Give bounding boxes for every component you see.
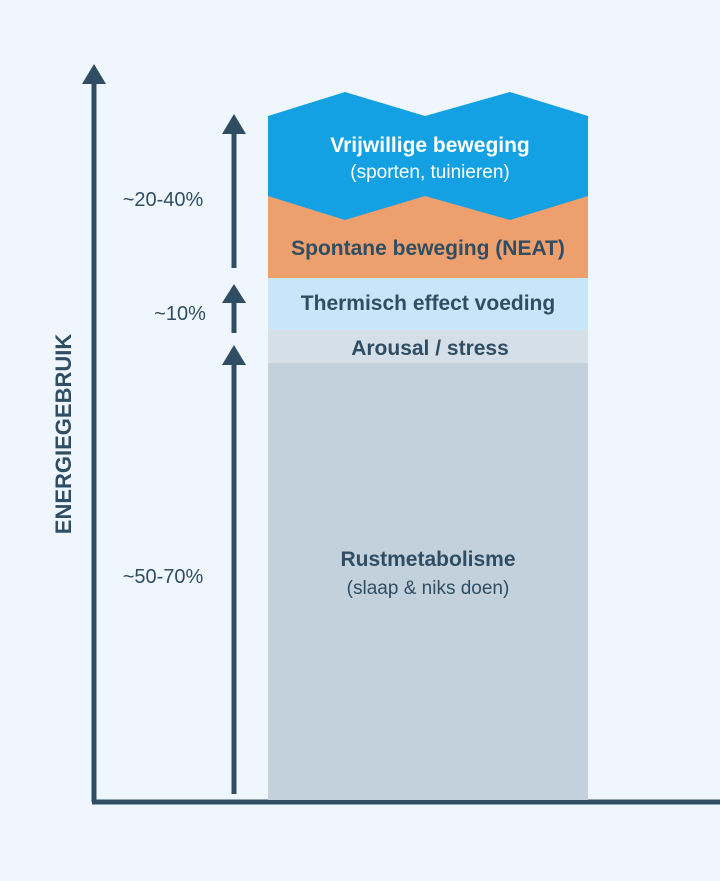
percent-voluntary: ~20-40% xyxy=(123,189,204,211)
arrow-voluntary-head xyxy=(222,114,246,134)
segment-arousal xyxy=(268,330,588,363)
proportion-arrows xyxy=(222,114,246,794)
voluntary-subtitle: (sporten, tuinieren) xyxy=(350,162,509,183)
voluntary-title: Vrijwillige beweging xyxy=(330,134,530,157)
percent-resting: ~50-70% xyxy=(123,566,204,588)
y-axis-label: ENERGIEGEBRUIK xyxy=(51,334,76,535)
resting-title: Rustmetabolisme xyxy=(340,548,515,571)
arrow-resting-head xyxy=(222,345,246,365)
neat-title: Spontane beweging (NEAT) xyxy=(291,237,565,260)
axes xyxy=(82,64,720,805)
arrow-thermic-head xyxy=(222,284,246,303)
thermic-title: Thermisch effect voeding xyxy=(301,292,555,315)
stacked-column xyxy=(268,92,588,800)
segment-voluntary xyxy=(268,92,588,220)
percent-thermic: ~10% xyxy=(154,303,206,325)
segment-thermic xyxy=(268,278,588,330)
segment-resting xyxy=(268,363,588,800)
arousal-title: Arousal / stress xyxy=(351,337,509,360)
y-axis-arrowhead xyxy=(82,64,106,84)
resting-subtitle: (slaap & niks doen) xyxy=(347,578,510,599)
